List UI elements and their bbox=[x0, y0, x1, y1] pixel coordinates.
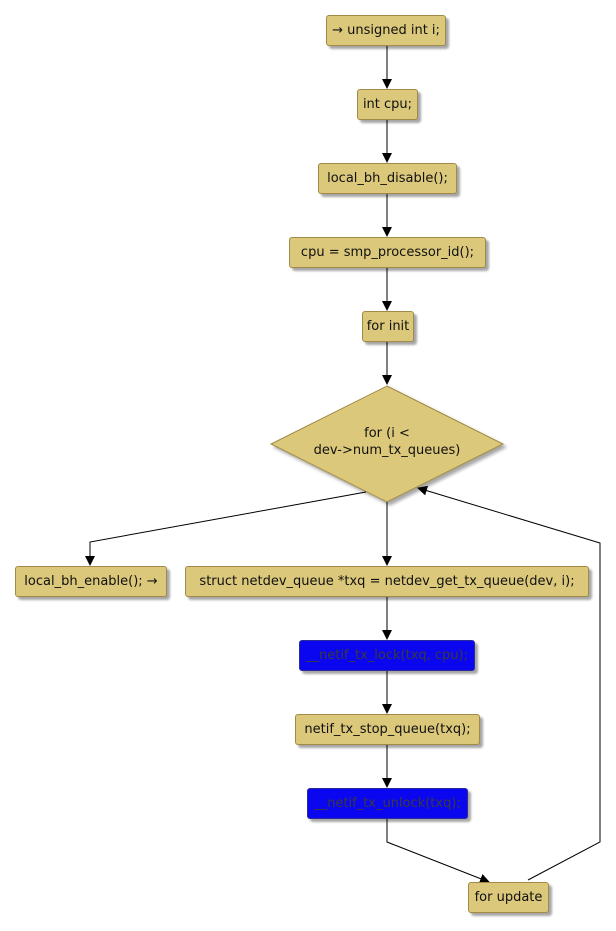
node-get-tx-queue: struct netdev_queue *txq = netdev_get_tx… bbox=[185, 566, 589, 597]
decision-label-line-2: dev->num_tx_queues) bbox=[313, 442, 461, 458]
edge-9-10 bbox=[386, 819, 490, 884]
node-for-update: for update bbox=[468, 882, 549, 913]
node-local-bh-disable: local_bh_disable(); bbox=[318, 163, 457, 194]
node-netif-tx-unlock: __netif_tx_unlock(txq); bbox=[307, 788, 468, 819]
node-for-init: for init bbox=[362, 311, 414, 342]
node-netif-tx-stop-queue: netif_tx_stop_queue(txq); bbox=[295, 714, 480, 745]
decision-label: for (i < dev->num_tx_queues) bbox=[287, 426, 487, 460]
edge-loop-back bbox=[417, 485, 601, 881]
node-unsigned-int-i: → unsigned int i; bbox=[326, 15, 446, 46]
node-local-bh-enable: local_bh_enable(); → bbox=[15, 566, 167, 597]
node-int-cpu: int cpu; bbox=[357, 89, 418, 120]
decision-label-line-1: for (i < bbox=[364, 426, 410, 441]
node-netif-tx-lock: __netif_tx_lock(txq, cpu); bbox=[299, 640, 475, 671]
edge-decision-exit bbox=[85, 491, 367, 566]
node-smp-processor-id: cpu = smp_processor_id(); bbox=[289, 237, 486, 268]
